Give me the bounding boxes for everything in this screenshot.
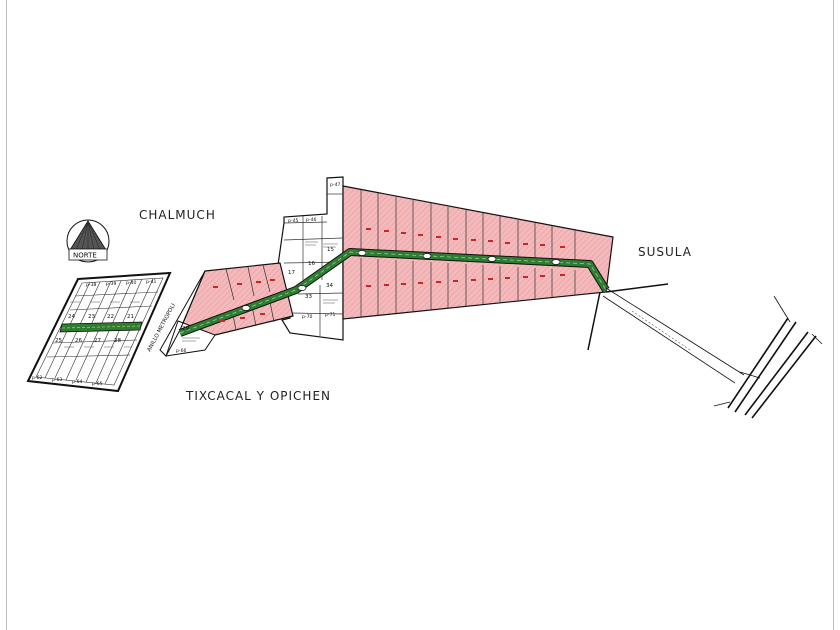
lot-number: 21 bbox=[127, 314, 134, 320]
lot-number: 34 bbox=[326, 283, 333, 289]
north-compass: NORTE bbox=[66, 219, 110, 263]
lot-number: 26 bbox=[75, 338, 82, 344]
access-roads bbox=[587, 283, 823, 419]
parcel-code: p-40 bbox=[126, 280, 136, 286]
lot-number: 17 bbox=[288, 270, 295, 276]
left-parcel-block: 24 23 22 21 25 26 27 28 p-38 p-39 p-40 p… bbox=[26, 271, 172, 393]
right-frame-line bbox=[833, 0, 834, 630]
lot-number: 33 bbox=[305, 294, 312, 300]
lot-number: 28 bbox=[114, 338, 121, 344]
parcel-code: p-65 bbox=[92, 381, 102, 387]
region-label-north: CHALMUCH bbox=[139, 208, 216, 222]
parcel-code: p-62 bbox=[32, 375, 42, 381]
parcel-code: p-71 bbox=[325, 312, 335, 318]
parcel-code: p-39 bbox=[106, 281, 116, 287]
parcel-code: p-38 bbox=[86, 282, 96, 288]
parcel-code: p-46 bbox=[306, 217, 316, 223]
compass-label: NORTE bbox=[73, 252, 97, 260]
parcel-code: p-47 bbox=[330, 182, 340, 188]
lot-number: 16 bbox=[308, 261, 315, 267]
parcel-code: p-45 bbox=[288, 218, 298, 224]
lot-number: 23 bbox=[88, 314, 95, 320]
region-label-east: SUSULA bbox=[638, 245, 692, 259]
left-frame-line bbox=[6, 0, 7, 630]
lot-number: 25 bbox=[55, 338, 62, 344]
lot-number: 15 bbox=[327, 247, 334, 253]
parcel-code: p-63 bbox=[52, 377, 62, 383]
region-label-south: TIXCACAL Y OPICHEN bbox=[185, 389, 331, 403]
lot-number: 24 bbox=[68, 314, 75, 320]
main-development: 17 16 15 33 34 29 p-45 p-46 p-47 p-70 p-… bbox=[146, 176, 614, 357]
parcel-code: p-64 bbox=[72, 379, 82, 385]
parcel-code: p-41 bbox=[146, 279, 156, 285]
parcel-code: p-70 bbox=[302, 314, 312, 320]
lot-number: 29 bbox=[182, 326, 189, 332]
lot-number: 22 bbox=[107, 314, 114, 320]
parcel-code: p-66 bbox=[176, 348, 186, 354]
lot-number: 27 bbox=[94, 338, 101, 344]
